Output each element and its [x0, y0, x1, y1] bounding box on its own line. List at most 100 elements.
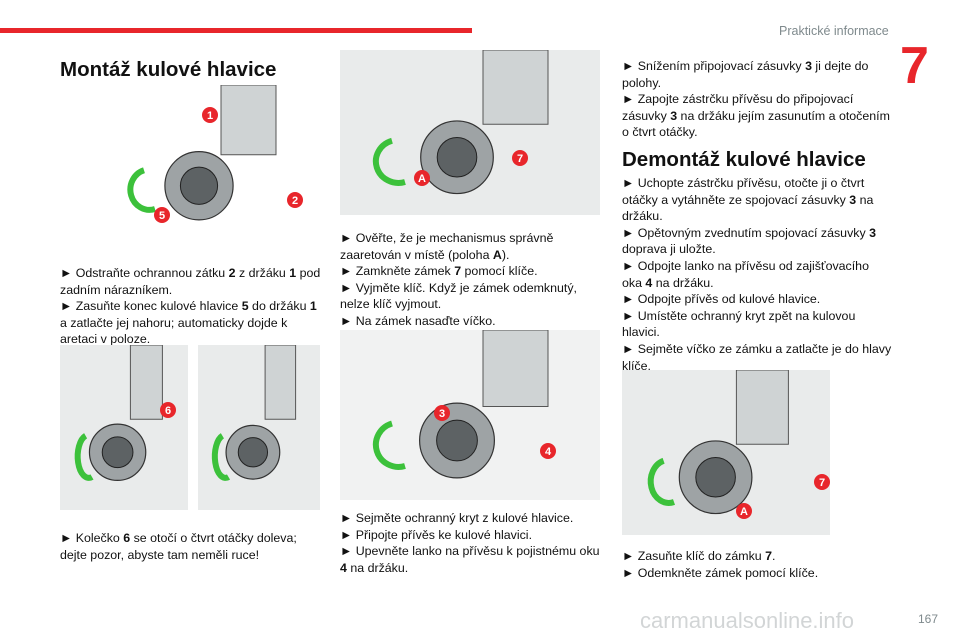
right-steps-2: ► Uchopte zástrčku přívěsu, otočte ji o …	[622, 175, 892, 374]
step-text: do držáku	[248, 299, 310, 314]
reference-number: 6	[123, 531, 131, 545]
callout-label: A	[740, 506, 748, 518]
step-text: ► Upevněte lanko na přívěsu k pojistnému…	[340, 544, 600, 559]
reference-number: A	[492, 247, 502, 262]
callout-label: 5	[159, 210, 165, 222]
callout-label: 7	[517, 153, 523, 165]
callout-marker	[512, 150, 528, 166]
step-text: na držáku.	[346, 560, 409, 575]
illustration-drawing: 125	[127, 85, 303, 223]
step-text: doprava ji uložte.	[622, 242, 716, 257]
instruction-step: ► Kolečko 6 se otočí o čtvrt otáčky dole…	[60, 530, 325, 563]
reference-number: 3	[670, 108, 678, 123]
step-text: ► Odstraňte ochrannou zátku	[60, 266, 229, 280]
green-arrow-icon	[127, 167, 156, 213]
callout-marker	[154, 207, 170, 223]
watermark: carmanualsonline.info	[640, 608, 855, 633]
reference-number: 4	[645, 275, 653, 290]
left-steps-1: ► Odstraňte ochrannou zátku 2 z držáku 1…	[60, 265, 325, 348]
step-text: ► Ověřte, že je mechanismus správně zaar…	[340, 231, 554, 262]
reference-number: 1	[309, 299, 317, 314]
callout-marker	[540, 443, 556, 459]
step-text: ).	[501, 247, 510, 262]
green-arrow-icon	[372, 137, 406, 186]
instruction-step: ► Odstraňte ochrannou zátku 2 z držáku 1…	[60, 265, 325, 298]
bracket-shape	[129, 345, 163, 420]
callout-marker	[434, 405, 450, 421]
step-text: ► Sejměte ochranný kryt z kulové hlavice…	[340, 511, 574, 525]
step-text: ► Na zámek nasaďte víčko.	[340, 313, 496, 328]
instruction-step: ► Na zámek nasaďte víčko.	[340, 313, 605, 330]
section-title: Praktické informace	[779, 24, 889, 38]
callout-marker	[736, 503, 752, 519]
callout-label: A	[418, 173, 426, 185]
step-text: ► Zasuňte klíč do zámku	[622, 549, 766, 563]
callout-marker	[202, 107, 218, 123]
reference-number: 3	[805, 59, 812, 73]
step-text: ► Připojte přívěs ke kulové hlavici.	[340, 527, 533, 542]
right-heading-wrap: Demontáž kulové hlavice	[622, 148, 892, 172]
callout-marker	[414, 170, 430, 186]
instruction-step: ► Odemkněte zámek pomocí klíče.	[622, 565, 892, 582]
step-text: ► Odpojte přívěs od kulové hlavice.	[622, 292, 821, 307]
section-heading-mounting: Montáž kulové hlavice	[60, 58, 277, 81]
callout-label: 2	[292, 195, 298, 207]
instruction-step: ► Sejměte ochranný kryt z kulové hlavice…	[340, 510, 608, 527]
step-text: ► Zamkněte zámek	[340, 264, 455, 279]
instruction-step: ► Upevněte lanko na přívěsu k pojistnému…	[340, 543, 608, 576]
instruction-step: ► Uchopte zástrčku přívěsu, otočte ji o …	[622, 175, 892, 225]
lock-shape	[436, 419, 478, 462]
step-text: ► Snížením připojovací zásuvky	[622, 59, 806, 73]
instruction-step: ► Zasuňte konec kulové hlavice 5 do držá…	[60, 298, 325, 348]
reference-number: 3	[849, 192, 857, 207]
illustration-drawing: 7A	[647, 370, 830, 519]
callout-label: 3	[439, 408, 445, 420]
page-number: 167	[918, 612, 939, 626]
left-steps-2: ► Kolečko 6 se otočí o čtvrt otáčky dole…	[60, 530, 325, 563]
illustration-drawing	[211, 345, 297, 481]
step-text: ► Odemkněte zámek pomocí klíče.	[622, 565, 819, 580]
reference-number: 1	[289, 266, 297, 280]
reference-number: 2	[228, 266, 236, 280]
middle-steps-1: ► Ověřte, že je mechanismus správně zaar…	[340, 230, 605, 330]
instruction-step: ► Zamkněte zámek 7 pomocí klíče.	[340, 263, 605, 280]
step-text: ► Umístěte ochranný kryt zpět na kulovou…	[622, 308, 856, 340]
step-text: z držáku	[235, 266, 290, 280]
bracket-shape	[264, 345, 297, 420]
step-text: ► Opětovným zvednutím spojovací zásuvky	[622, 225, 870, 240]
reference-number: 7	[454, 264, 462, 279]
lock-shape	[695, 456, 736, 498]
bracket-shape	[482, 330, 549, 407]
reference-number: 7	[765, 549, 773, 563]
step-text: ji dejte do polohy.	[622, 59, 869, 90]
instruction-step: ► Snížením připojovací zásuvky 3 ji dejt…	[622, 58, 892, 91]
illustration-wheel-locked	[198, 345, 320, 510]
step-text: pod zadním nárazníkem.	[60, 266, 321, 297]
lock-shape	[179, 166, 219, 205]
left-column: Montáž kulové hlavice	[60, 58, 322, 82]
step-text: na držáku jejím zasunutím a otočením o č…	[622, 108, 890, 140]
green-arrow-icon	[647, 457, 676, 506]
reference-number: 3	[869, 225, 877, 240]
step-text: na držáku.	[622, 192, 874, 224]
step-text: ► Kolečko	[60, 531, 124, 545]
instruction-step: ► Zapojte zástrčku přívěsu do připojovac…	[622, 91, 892, 141]
lock-shape	[237, 437, 269, 468]
step-text: na držáku.	[652, 275, 714, 290]
illustration-wheel-rotation: 6	[60, 345, 188, 510]
instruction-step: ► Vyjměte klíč. Když je zámek odemknutý,…	[340, 280, 605, 313]
illustration-drawing: 6	[74, 345, 176, 482]
step-text: ► Odpojte lanko na přívěsu od zajišťovac…	[622, 258, 869, 290]
section-heading-removal: Demontáž kulové hlavice	[622, 148, 866, 171]
illustration-drawing: 7A	[372, 50, 549, 195]
instruction-step: ► Připojte přívěs ke kulové hlavici.	[340, 527, 608, 544]
right-steps-1: ► Snížením připojovací zásuvky 3 ji dejt…	[622, 58, 892, 141]
middle-steps-2: ► Sejměte ochranný kryt z kulové hlavice…	[340, 510, 608, 576]
green-arrow-icon	[74, 433, 94, 481]
right-steps-3: ► Zasuňte klíč do zámku 7.► Odemkněte zá…	[622, 548, 892, 581]
green-arrow-icon	[211, 433, 231, 481]
lock-shape	[436, 136, 478, 178]
illustration-drawing: 34	[372, 330, 556, 479]
